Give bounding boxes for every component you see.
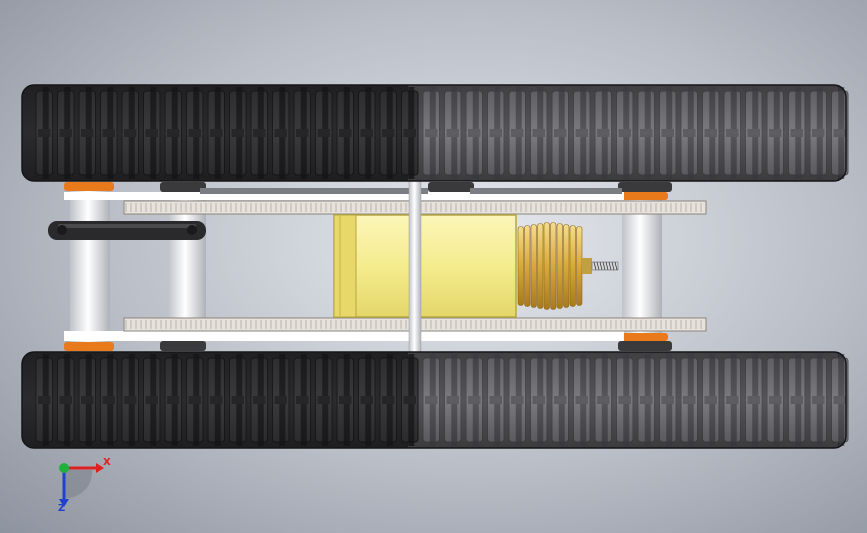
track-shading xyxy=(22,352,846,448)
gear-ring xyxy=(569,225,576,307)
gearhead xyxy=(517,222,583,310)
screw-thread xyxy=(605,261,609,271)
gear-ring xyxy=(517,226,524,306)
bushing-top-left xyxy=(64,182,114,191)
screw-thread xyxy=(614,261,618,271)
screw-thread xyxy=(599,261,603,271)
arm-bar xyxy=(48,221,206,240)
gear-ring xyxy=(543,222,550,310)
x-axis-label: X xyxy=(103,457,111,468)
screw-thread xyxy=(611,261,615,271)
screw-thread xyxy=(596,261,600,271)
top-strip xyxy=(64,192,624,200)
x-axis-arrow xyxy=(96,463,104,473)
motor-shaft xyxy=(582,258,592,274)
coordinate-triad xyxy=(59,463,104,507)
bottom-strip xyxy=(64,331,624,341)
roller-left xyxy=(70,188,110,343)
z-axis-arrow xyxy=(59,499,69,507)
track-shading xyxy=(22,85,846,181)
arm-pin-right xyxy=(187,225,197,235)
track-top xyxy=(21,84,849,182)
triad-origin xyxy=(59,463,69,473)
crossbar-left xyxy=(200,188,428,194)
motor-endcap xyxy=(333,214,357,318)
track-bottom xyxy=(21,351,849,449)
z-axis-label: Z xyxy=(58,503,66,514)
hub-bottom-right xyxy=(618,341,672,351)
screw-thread xyxy=(608,261,612,271)
arm-pin-left xyxy=(57,225,67,235)
gear-ring xyxy=(576,226,583,306)
center-axle xyxy=(408,179,422,353)
track-outline xyxy=(21,351,847,449)
screw-thread xyxy=(593,261,597,271)
hub-top-left-inner xyxy=(160,182,206,192)
track-outline xyxy=(21,84,847,182)
hub-top-right xyxy=(618,182,672,192)
gear-ring xyxy=(550,222,557,310)
bushing-top-right xyxy=(618,192,668,200)
gear-ring xyxy=(524,225,531,307)
triad-shadow xyxy=(64,470,93,499)
screw-thread xyxy=(602,261,606,271)
hub-top-center xyxy=(428,182,474,192)
bushing-bottom-right xyxy=(618,333,668,341)
motor-body xyxy=(333,214,517,318)
gear-ring xyxy=(556,223,563,309)
drive-screw xyxy=(591,261,619,271)
arm-highlight xyxy=(58,224,196,228)
motor xyxy=(333,214,619,318)
gear-ring xyxy=(563,224,570,308)
hub-bottom-left-inner xyxy=(160,341,206,351)
linkage-arm xyxy=(48,221,206,240)
gear-ring xyxy=(530,224,537,308)
bushing-bottom-left xyxy=(64,342,114,351)
crossbar-right xyxy=(470,188,622,194)
gear-ring xyxy=(537,223,544,309)
